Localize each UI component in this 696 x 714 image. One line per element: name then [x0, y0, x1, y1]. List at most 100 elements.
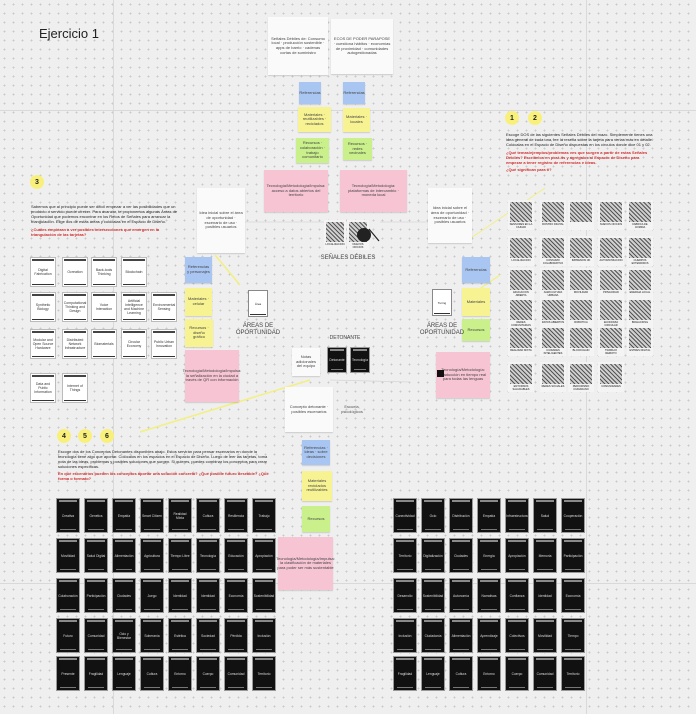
area-card[interactable]: Circular Economy — [121, 329, 147, 359]
detonante-card[interactable]: Participación — [561, 538, 585, 573]
detonante-card[interactable]: Movilidad — [533, 618, 557, 653]
detonante-card[interactable]: Colaboración — [56, 578, 80, 613]
signal-card[interactable]: REALIDAD MIXTA — [508, 326, 534, 356]
detonante-card[interactable]: Lenguaje — [421, 656, 445, 691]
detonante-card-placed-2[interactable]: Tecnología — [350, 347, 370, 373]
note-white-top-right[interactable]: ECOS DE PODER PARAPOSE · cuestiona hábit… — [331, 19, 393, 74]
detonante-card[interactable]: Ciudadanía — [421, 618, 445, 653]
detonante-card[interactable]: Salud Digital — [84, 538, 108, 573]
detonante-card[interactable]: Confianza — [505, 578, 529, 613]
area-card[interactable]: Public Urban Innovation — [151, 329, 177, 359]
signal-card[interactable]: ROBÓTICA — [568, 298, 594, 328]
note-white-top-left[interactable]: Señales Débiles de: Consumo local · prod… — [268, 17, 328, 75]
signal-card[interactable] — [568, 200, 594, 230]
signal-card[interactable]: BLOCKCHAIN — [568, 326, 594, 356]
detonante-card[interactable]: Empatía — [477, 498, 501, 533]
area-card[interactable]: Biomaterials — [91, 329, 117, 359]
note-blue-top-2[interactable]: Referencias — [343, 82, 365, 104]
area-card[interactable]: Internet of Things — [62, 373, 88, 403]
detonante-card[interactable]: Digitalización — [421, 538, 445, 573]
signal-card[interactable]: PRIVACIDAD — [598, 268, 624, 298]
detonante-card[interactable]: Desarrollo — [393, 578, 417, 613]
detonante-card[interactable]: Creativa — [56, 498, 80, 533]
detonante-card[interactable]: Pérdida — [224, 618, 248, 653]
note-blue-top-1[interactable]: Referencias — [299, 82, 321, 104]
signal-card[interactable]: MOVILIDAD — [568, 268, 594, 298]
detonante-card[interactable]: Energía — [477, 538, 501, 573]
detonante-card[interactable]: Autonomía — [449, 578, 473, 613]
detonante-card[interactable]: Lenguaje — [112, 656, 136, 691]
detonante-card[interactable]: Comunidad — [224, 656, 248, 691]
note-pink-top-2[interactable]: Tecnología/Metodología: plataformas de i… — [340, 170, 407, 212]
detonante-card[interactable]: Estética — [168, 618, 192, 653]
note-white-bottom[interactable]: Concepto detonante · posibles escenarios — [285, 387, 333, 432]
area-card[interactable]: Digital Fabrication — [30, 257, 56, 287]
detonante-card[interactable]: Inclusión — [252, 618, 276, 653]
detonante-card[interactable]: Alimentación — [112, 538, 136, 573]
detonante-card[interactable]: Fragilidad — [393, 656, 417, 691]
detonante-card[interactable]: Tiempo — [561, 618, 585, 653]
detonante-card[interactable]: Cuerpo — [505, 656, 529, 691]
note-pink-left[interactable]: Tecnología/Metodología/Impulsa: la señal… — [183, 350, 241, 402]
detonante-card[interactable]: Inclusión — [393, 618, 417, 653]
note-green-top-2[interactable]: Recursos · redes vecinales — [343, 138, 372, 160]
area-card[interactable]: Distributed Network Infrastructure — [62, 329, 88, 359]
note-white-right[interactable]: Idea inicial sobre el área de oportunida… — [428, 188, 472, 243]
detonante-card[interactable]: Participación — [84, 578, 108, 613]
note-green-bottom[interactable]: Recursos — [302, 506, 330, 532]
detonante-card[interactable]: Infraestructura — [505, 498, 529, 533]
detonante-card[interactable]: Sostenibilidad — [252, 578, 276, 613]
signal-card[interactable]: IMPRESIÓN 3D — [568, 236, 594, 266]
note-yellow-top-1[interactable]: Materiales · reutilizables · reciclados — [298, 107, 331, 132]
signal-card[interactable]: ENTORNOS SALUDABLES — [508, 362, 534, 392]
detonante-card[interactable]: Empatía — [112, 498, 136, 533]
signal-card[interactable]: COMUNIDADES — [598, 362, 624, 392]
signal-card[interactable]: ESTRÉS DIGITAL — [627, 326, 653, 356]
detonante-card[interactable]: Educación — [224, 538, 248, 573]
signal-card[interactable]: FABRICA DE COMIDA — [627, 200, 653, 230]
note-green-top-1[interactable]: Recursos · colaboración · trabajo comuni… — [296, 138, 329, 163]
note-pink-top-1[interactable]: Tecnología/Metodología/Impulsa: acceso a… — [264, 170, 328, 212]
detonante-card[interactable]: Identidad — [196, 578, 220, 613]
signal-card[interactable]: AUTOMATIZACIÓN — [598, 236, 624, 266]
note-green-right[interactable]: Recursos — [462, 319, 490, 341]
detonante-card[interactable]: Cultura — [196, 498, 220, 533]
signal-card-placed-1[interactable]: LOCALIZACIÓN — [324, 220, 346, 250]
note-yellow-right[interactable]: Materiales — [462, 288, 490, 316]
signal-card[interactable]: EDUCACIÓN ABIERTA — [508, 268, 534, 298]
area-card[interactable]: Computational Thinking and Design — [62, 292, 88, 322]
detonante-card[interactable]: Soberanía — [140, 618, 164, 653]
note-white-detonante[interactable]: Notas adicionales del equipo — [292, 348, 320, 376]
detonante-card[interactable]: Tiempo Libre — [168, 538, 192, 573]
area-card[interactable]: Modular and Open Source Hardware — [30, 329, 56, 359]
detonante-card[interactable]: Apropiación — [252, 538, 276, 573]
area-card[interactable]: Data and Public Information — [30, 373, 56, 403]
area-card[interactable]: Blockchain — [121, 257, 147, 287]
detonante-card[interactable]: Alimentación — [449, 618, 473, 653]
note-pink-right[interactable]: Tecnología/Metodología: Traducción en ti… — [436, 352, 490, 398]
detonante-card[interactable]: Futuro — [56, 618, 80, 653]
area-card[interactable]: Synthetic Biology — [30, 292, 56, 322]
detonante-card[interactable]: Comunidad — [533, 656, 557, 691]
detonante-card[interactable]: Cultura — [449, 656, 473, 691]
signal-card[interactable]: CONSUMO COLABORATIVO — [540, 236, 566, 266]
detonante-card[interactable]: Distribución — [449, 498, 473, 533]
detonante-card[interactable]: Trabajo — [252, 498, 276, 533]
detonante-card[interactable]: Conectividad — [393, 498, 417, 533]
note-yellow-bottom[interactable]: Materiales reciclados reutilizables — [302, 471, 332, 501]
signal-card[interactable]: CUERPOS EXTENDIDOS — [627, 236, 653, 266]
detonante-card[interactable]: Territorio — [393, 538, 417, 573]
detonante-card[interactable]: Realidad Mixta — [168, 498, 192, 533]
signal-card[interactable]: PERIODISMO CIUDADANO — [568, 362, 594, 392]
detonante-card[interactable]: Narrativas — [477, 578, 501, 613]
signal-card[interactable]: NUEVOS OFICIOS — [598, 200, 624, 230]
note-blue-bottom[interactable]: Referencias · ideas · sobre decisiones — [302, 440, 330, 465]
detonante-card[interactable]: Economía — [561, 578, 585, 613]
detonante-card[interactable]: Ocio y Bienestar — [112, 618, 136, 653]
detonante-card[interactable]: Territorio — [252, 656, 276, 691]
signal-card[interactable]: REDES SOCIALES — [540, 362, 566, 392]
area-card[interactable]: Environmental Sensing — [151, 292, 177, 322]
detonante-card[interactable]: Memoria — [533, 538, 557, 573]
detonante-card[interactable]: Comunidad — [84, 618, 108, 653]
detonante-card[interactable]: Identidad — [533, 578, 557, 613]
